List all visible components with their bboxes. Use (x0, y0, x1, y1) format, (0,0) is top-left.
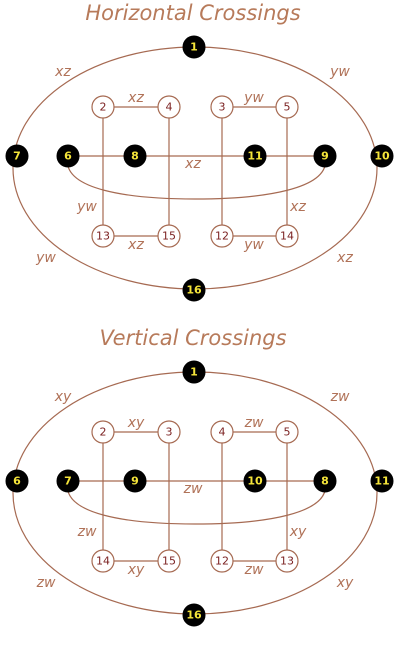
node-outer-left: 6 (5, 469, 29, 493)
label-outer-top-left: xy (54, 389, 72, 405)
node-outer-left: 7 (5, 144, 29, 168)
node-box-right-tl: 4 (210, 420, 234, 444)
svg-text:9: 9 (131, 475, 139, 488)
svg-text:4: 4 (166, 101, 173, 114)
node-middle-2: 9 (123, 469, 147, 493)
node-middle-2: 8 (123, 144, 147, 168)
node-box-right-tl: 3 (210, 95, 234, 119)
svg-text:6: 6 (64, 150, 72, 163)
label-outer-top-right: yw (329, 64, 350, 80)
svg-text:5: 5 (284, 426, 291, 439)
node-outer-right: 10 (370, 144, 394, 168)
svg-text:3: 3 (166, 426, 173, 439)
node-box-right-tr: 5 (275, 95, 299, 119)
svg-text:11: 11 (374, 475, 389, 488)
svg-text:5: 5 (284, 101, 291, 114)
node-box-left-tr: 3 (157, 420, 181, 444)
svg-text:2: 2 (100, 426, 107, 439)
svg-text:14: 14 (280, 230, 294, 243)
middle-arc (66, 480, 327, 525)
horizontal-crossings-diagram: Horizontal Crossings xz yw yw xz xz yw x… (5, 1, 394, 302)
node-outer-bottom: 16 (182, 278, 206, 302)
node-box-left-bl: 14 (91, 549, 115, 573)
label-middle: zw (183, 481, 203, 497)
middle-arc (66, 155, 327, 200)
node-box-right-br: 14 (275, 224, 299, 248)
diagram-title: Vertical Crossings (99, 326, 286, 350)
node-box-right-bl: 12 (210, 224, 234, 248)
svg-text:1: 1 (190, 366, 198, 379)
node-box-left-br: 15 (157, 549, 181, 573)
svg-text:7: 7 (64, 475, 72, 488)
label-box-right-bottom: zw (244, 562, 264, 578)
node-middle-3: 11 (243, 144, 267, 168)
svg-text:9: 9 (321, 150, 329, 163)
node-outer-top: 1 (182, 35, 206, 59)
label-box-right-top: yw (243, 90, 264, 106)
label-box-left-bottom: xy (127, 562, 145, 578)
svg-text:8: 8 (131, 150, 139, 163)
node-middle-1: 6 (56, 144, 80, 168)
node-box-right-br: 13 (275, 549, 299, 573)
label-outer-top-right: zw (330, 389, 350, 405)
svg-text:15: 15 (162, 555, 176, 568)
node-box-left-br: 15 (157, 224, 181, 248)
svg-text:2: 2 (100, 101, 107, 114)
svg-text:12: 12 (215, 230, 229, 243)
label-box-left-top: xz (127, 90, 144, 106)
label-box-right-top: zw (244, 415, 264, 431)
svg-text:15: 15 (162, 230, 176, 243)
node-middle-3: 10 (243, 469, 267, 493)
label-box-left-bottom: xz (127, 237, 144, 253)
label-box-left-side: yw (76, 199, 97, 215)
svg-text:16: 16 (186, 284, 202, 297)
svg-text:4: 4 (219, 426, 226, 439)
svg-text:7: 7 (13, 150, 21, 163)
svg-text:11: 11 (247, 150, 262, 163)
svg-text:13: 13 (96, 230, 110, 243)
label-middle: xz (184, 156, 201, 172)
svg-text:10: 10 (374, 150, 390, 163)
svg-text:8: 8 (321, 475, 329, 488)
label-outer-bottom-left: zw (36, 575, 56, 591)
svg-text:3: 3 (219, 101, 226, 114)
svg-text:6: 6 (13, 475, 21, 488)
label-box-right-bottom: yw (243, 237, 264, 253)
node-middle-4: 8 (313, 469, 337, 493)
label-box-right-side: xz (289, 199, 306, 215)
node-outer-bottom: 16 (182, 603, 206, 627)
svg-text:16: 16 (186, 609, 202, 622)
vertical-crossings-diagram: Vertical Crossings xy zw zw xy xy zw xy … (0, 325, 400, 650)
svg-text:13: 13 (280, 555, 294, 568)
label-outer-bottom-right: xz (336, 250, 353, 266)
label-outer-bottom-left: yw (35, 250, 56, 266)
label-box-right-side: xy (289, 524, 307, 540)
node-box-left-tr: 4 (157, 95, 181, 119)
svg-text:10: 10 (247, 475, 263, 488)
svg-text:12: 12 (215, 555, 229, 568)
node-box-right-bl: 12 (210, 549, 234, 573)
node-box-left-bl: 13 (91, 224, 115, 248)
node-box-right-tr: 5 (275, 420, 299, 444)
label-outer-bottom-right: xy (336, 575, 354, 591)
svg-text:14: 14 (96, 555, 110, 568)
node-outer-top: 1 (182, 360, 206, 384)
label-box-left-top: xy (127, 415, 145, 431)
node-box-left-tl: 2 (91, 420, 115, 444)
label-outer-top-left: xz (54, 64, 71, 80)
svg-text:1: 1 (190, 41, 198, 54)
node-middle-4: 9 (313, 144, 337, 168)
node-middle-1: 7 (56, 469, 80, 493)
node-outer-right: 11 (370, 469, 394, 493)
node-box-left-tl: 2 (91, 95, 115, 119)
label-box-left-side: zw (77, 524, 97, 540)
diagram-title: Horizontal Crossings (85, 1, 300, 25)
